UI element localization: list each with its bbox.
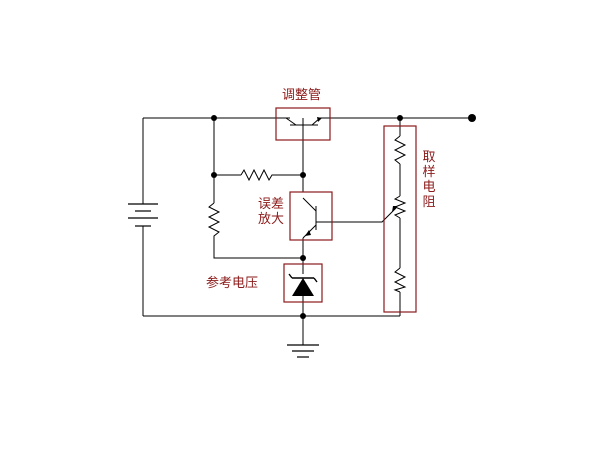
- zener-diode-icon: [288, 273, 318, 296]
- regulator-highlight-box: [275, 107, 331, 141]
- error-amp-label-line1: 误差: [258, 197, 285, 212]
- sampling-resistor-top-icon: [393, 135, 407, 165]
- ground-icon: [287, 344, 319, 358]
- sampling-highlight-box: [383, 125, 417, 313]
- left-branch-wire: [213, 118, 303, 259]
- regulator-arrow-icon: [317, 117, 322, 122]
- error-amp-highlight-box: [289, 191, 333, 241]
- sampling-resistor-bottom-icon: [393, 267, 407, 293]
- potentiometer-arrow-icon: [392, 206, 398, 212]
- junction-dots: [211, 114, 476, 319]
- bias-resistor-icon: [240, 168, 275, 182]
- sampling-label: 取样电阻: [422, 150, 436, 210]
- left-resistor-icon: [207, 202, 221, 241]
- regulator-label: 调整管: [282, 88, 322, 103]
- reference-highlight-box: [283, 263, 323, 303]
- reference-label: 参考电压: [206, 276, 259, 291]
- battery-icon: [128, 203, 158, 227]
- error-amp-label-line2: 放大: [258, 212, 285, 227]
- error-amp-arrow-icon: [305, 230, 311, 236]
- feedback-wire: [316, 207, 397, 223]
